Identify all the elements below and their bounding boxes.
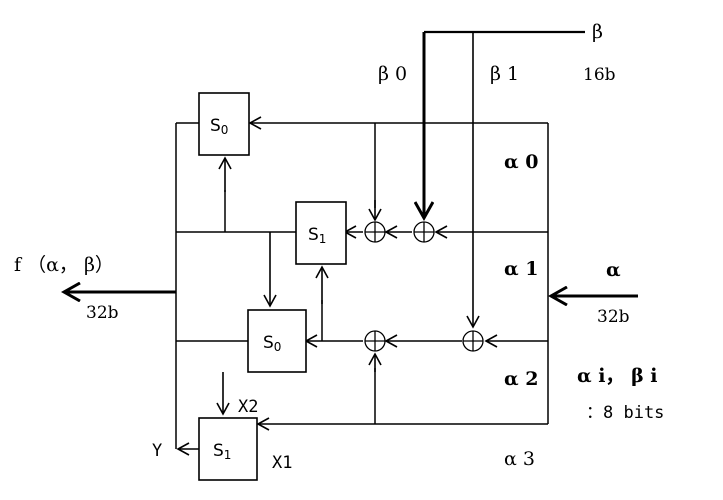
alpha1-label: α 1	[504, 258, 538, 280]
alpha0-label: α 0	[504, 151, 538, 173]
note-line-1: α i， β i	[577, 365, 658, 387]
beta-key-input	[424, 30, 585, 329]
output-label: f （α， β）	[14, 254, 114, 276]
sbox-name: S	[210, 116, 221, 136]
sbox-subscript: 0	[274, 340, 282, 354]
alpha3-label: α 3	[504, 448, 535, 470]
output-width-label: 32b	[86, 303, 119, 323]
beta1-label: β 1	[490, 63, 519, 85]
svg-text:S0: S0	[263, 333, 281, 354]
sbox-s1-mid: S1	[295, 201, 347, 265]
y-label: Y	[152, 441, 162, 461]
note-line-2: ：8 bits	[586, 403, 664, 423]
sbox-s0-top: S0	[198, 92, 250, 156]
beta-width-label: 16b	[583, 65, 616, 85]
sbox-name: S	[213, 441, 224, 461]
x1-label: X1	[272, 453, 292, 473]
sbox-s0-low: S0	[247, 309, 307, 373]
sbox-subscript: 0	[221, 123, 229, 137]
alpha-width-label: 32b	[597, 307, 630, 327]
beta-label: β	[592, 21, 603, 43]
alpha2-label: α 2	[504, 368, 538, 390]
svg-text:S0: S0	[210, 116, 228, 137]
xor-row-1	[343, 123, 435, 243]
svg-text:S1: S1	[308, 225, 326, 246]
beta0-label: β 0	[378, 63, 407, 85]
svg-text:S1: S1	[213, 441, 231, 462]
alpha-label: α	[606, 259, 621, 281]
sbox-s1-bot: S1	[198, 417, 258, 481]
xor-icon	[364, 330, 386, 352]
xor-icon	[462, 330, 484, 352]
sbox-name: S	[308, 225, 319, 245]
sbox-subscript: 1	[319, 232, 327, 246]
xor-icon	[413, 221, 435, 243]
sbox-wiring	[175, 122, 329, 456]
sbox-subscript: 1	[224, 448, 232, 462]
x2-label: X2	[238, 397, 258, 417]
sbox-name: S	[263, 333, 274, 353]
xor-row-2	[304, 330, 484, 424]
xor-icon	[364, 221, 386, 243]
alpha-rails	[248, 116, 549, 431]
